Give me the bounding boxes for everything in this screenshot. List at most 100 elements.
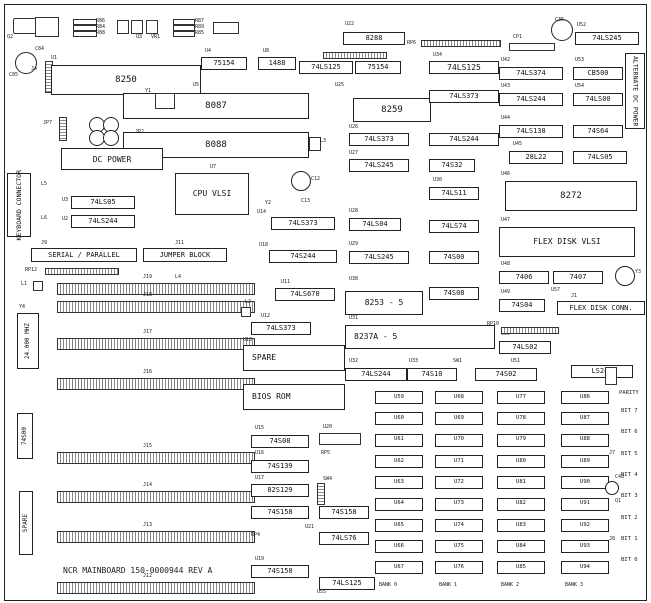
chip-u48: 7406 xyxy=(499,271,549,284)
chip-u58-ls245: LS245 xyxy=(571,365,633,378)
chip-u35: 74LS373 xyxy=(429,90,499,103)
chip-u40-text: 74S00 xyxy=(443,253,465,261)
label-r85: R85 xyxy=(195,30,205,36)
ram-chip: U73 xyxy=(435,497,483,511)
slot-j13[interactable] xyxy=(57,531,255,543)
label-u32: U32 xyxy=(349,358,359,364)
ram-chip: U65 xyxy=(375,518,423,532)
jumper-block-text: JUMPER BLOCK xyxy=(159,251,211,259)
label-u2: U2 xyxy=(62,216,69,222)
keyboard-connector: KEYBOARD CONNECTOR xyxy=(7,170,31,240)
part-q3b xyxy=(131,20,143,34)
bit-label: BIT 5 xyxy=(621,450,638,457)
label-u51: U51 xyxy=(511,358,521,364)
dc-power-connector: DC POWER xyxy=(61,148,163,170)
label-u16: U16 xyxy=(255,450,265,456)
switch-sw4[interactable] xyxy=(317,483,325,505)
flex-disk-connector-text: FLEX DISK CONN. xyxy=(569,304,633,312)
chip-u53: CB500 xyxy=(573,67,623,80)
chip-u57-text: 7407 xyxy=(569,273,587,281)
chip-u31-8237-text: 8237A - 5 xyxy=(354,332,398,341)
chip-u40: 74S00 xyxy=(429,251,479,264)
label-r88: R88 xyxy=(96,30,106,36)
chip-u42-text: 74LS374 xyxy=(516,69,546,77)
chip-u36-text: 74LS244 xyxy=(449,135,479,143)
flex-disk-connector: FLEX DISK CONN. xyxy=(557,301,645,315)
label-u12: U12 xyxy=(261,313,271,319)
slot-j16[interactable] xyxy=(57,378,255,390)
chip-u26: 74LS373 xyxy=(349,133,409,146)
ram-chip: U64 xyxy=(375,497,423,511)
chip-u24: 75154 xyxy=(355,61,401,74)
chip-u7-8088-text: 8088 xyxy=(205,139,227,150)
chip-u19: 74S158 xyxy=(251,565,309,578)
ram-chip: U90 xyxy=(561,476,609,490)
label-j11: J11 xyxy=(175,240,185,246)
crystal-y4: 24.000 MHZ xyxy=(17,313,39,369)
label-u52: U52 xyxy=(577,22,587,28)
label-l6: L6 xyxy=(41,215,48,221)
label-c35: C35 xyxy=(555,17,565,23)
label-r89: R89 xyxy=(195,24,205,30)
ram-chip: U81 xyxy=(497,476,545,490)
bit-label: BIT 3 xyxy=(621,493,638,500)
label-l5: L5 xyxy=(41,181,48,187)
label-j17: J17 xyxy=(143,329,153,335)
slot-j14[interactable] xyxy=(57,491,255,503)
chip-u44: 74LS138 xyxy=(499,125,563,138)
capacitor-c85 xyxy=(15,52,37,74)
chip-u44-text: 74LS138 xyxy=(516,127,546,135)
slot-j15[interactable] xyxy=(57,452,255,464)
chip-u55-bottom-text: 74LS125 xyxy=(332,579,362,587)
label-u17: U17 xyxy=(255,475,265,481)
ram-chip: U71 xyxy=(435,454,483,468)
chip-u16: 74S139 xyxy=(251,460,309,473)
slot-j18[interactable] xyxy=(57,301,255,313)
chip-u37-text: 74S32 xyxy=(441,161,463,169)
ram-chip: U85 xyxy=(497,561,545,575)
chip-u18-text: 74S244 xyxy=(290,252,316,260)
label-u4: U4 xyxy=(205,48,212,54)
ram-chip: U69 xyxy=(435,412,483,426)
header-jp7 xyxy=(59,117,67,141)
label-u20: U20 xyxy=(323,424,333,430)
label-u49: U49 xyxy=(501,289,511,295)
chip-u49: 74S04 xyxy=(499,299,545,312)
crystal-y3 xyxy=(615,266,635,286)
label-u50: U50 xyxy=(501,331,511,337)
chip-u50: 74LS02 xyxy=(499,341,551,354)
label-u3: U3 xyxy=(62,197,69,203)
chip-u58-8259: 8259 xyxy=(353,98,431,122)
chip-u55-bottom: 74LS125 xyxy=(319,577,375,590)
label-c12: C12 xyxy=(311,176,321,182)
chip-u50-text: 74LS02 xyxy=(512,343,538,351)
chip-u34-text: 74LS125 xyxy=(447,62,481,72)
label-u29: U29 xyxy=(349,241,359,247)
slot-j12[interactable] xyxy=(57,582,255,594)
capacitor-c12 xyxy=(291,171,311,191)
label-j12: J12 xyxy=(143,573,153,579)
label-u19: U19 xyxy=(255,556,265,562)
label-jp7: JP7 xyxy=(43,120,53,126)
chip-u52-text: 74LS245 xyxy=(592,34,622,42)
ram-chip: U59 xyxy=(375,391,423,404)
chip-u55-text: 74S64 xyxy=(587,127,609,135)
chip-u43: 74LS244 xyxy=(499,93,563,106)
slot-j19[interactable] xyxy=(57,283,255,295)
slot-j17[interactable] xyxy=(57,338,255,350)
label-u57: U57 xyxy=(551,287,561,293)
crystal-y1 xyxy=(155,93,175,109)
chip-u46-8272: 8272 xyxy=(505,181,637,211)
chip-u13-spare: SPARE xyxy=(243,345,345,371)
bank-label: BANK 3 xyxy=(565,582,584,588)
ram-chip: U83 xyxy=(497,518,545,532)
chip-u49-text: 74S04 xyxy=(511,301,533,309)
label-u44: U44 xyxy=(501,115,511,121)
chip-u86-left: 74S00 xyxy=(17,413,33,459)
ram-chip: U61 xyxy=(375,433,423,447)
board-title: NCR MAINBOARD 150-0000944 REV A xyxy=(63,566,213,575)
chip-u8-text: 1488 xyxy=(268,59,286,67)
label-q3: Q3 xyxy=(136,34,143,40)
ram-chip: U78 xyxy=(497,412,545,426)
